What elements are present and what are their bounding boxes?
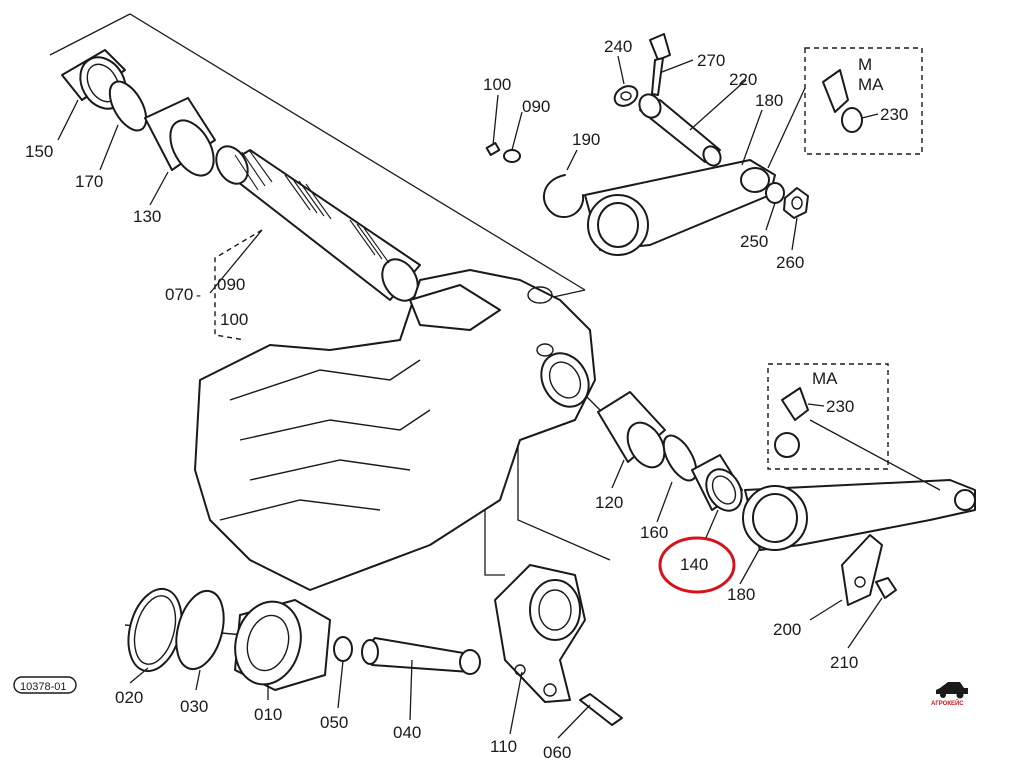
label-190: 190 bbox=[572, 130, 600, 149]
inset-box-top: M MA bbox=[804, 47, 923, 155]
label-100-b: 100 bbox=[483, 75, 511, 94]
part-140-bushing bbox=[691, 454, 743, 512]
label-250: 250 bbox=[740, 232, 768, 251]
label-090-a: 090 bbox=[217, 275, 245, 294]
label-140: 140 bbox=[680, 555, 708, 574]
part-180-lever-top bbox=[584, 159, 776, 256]
part-110-arm bbox=[494, 564, 586, 703]
housing-body bbox=[194, 269, 596, 591]
bracket-070 bbox=[214, 229, 263, 341]
part-210-bolt bbox=[875, 577, 897, 599]
part-270-bolt bbox=[649, 33, 671, 96]
label-020: 020 bbox=[115, 688, 143, 707]
part-180-lever-bottom bbox=[742, 479, 976, 551]
label-260: 260 bbox=[776, 253, 804, 272]
label-180-b: 180 bbox=[727, 585, 755, 604]
label-010: 010 bbox=[254, 705, 282, 724]
part-040-rod bbox=[361, 637, 481, 675]
part-090-pin bbox=[503, 149, 521, 163]
inset-top-label-2: MA bbox=[858, 75, 884, 94]
part-070-shaft bbox=[215, 145, 421, 302]
label-120: 120 bbox=[595, 493, 623, 512]
label-150: 150 bbox=[25, 142, 53, 161]
inset-box-right: MA bbox=[767, 363, 889, 470]
label-130: 130 bbox=[133, 207, 161, 226]
label-070: 070 bbox=[165, 285, 193, 304]
part-130-bushing bbox=[144, 97, 216, 177]
part-120-bushing bbox=[597, 391, 666, 469]
part-170-ring bbox=[108, 80, 148, 132]
label-050: 050 bbox=[320, 713, 348, 732]
label-230-a: 230 bbox=[880, 105, 908, 124]
dash-070: - bbox=[196, 287, 201, 304]
part-160-ring bbox=[662, 434, 698, 482]
part-200-plate bbox=[841, 534, 883, 606]
drawing-code-stamp: 10378-01 bbox=[13, 676, 77, 694]
label-240: 240 bbox=[604, 37, 632, 56]
highlight-circle-140 bbox=[658, 536, 736, 594]
logo-text: АГРОКЕЙС bbox=[931, 699, 964, 707]
inset-top-label-1: M bbox=[858, 55, 872, 74]
part-060-key bbox=[579, 693, 623, 726]
label-110: 110 bbox=[490, 737, 517, 756]
label-030: 030 bbox=[180, 697, 208, 716]
part-220-shaft bbox=[638, 93, 722, 167]
label-100-a: 100 bbox=[220, 310, 248, 329]
part-050-oring bbox=[333, 636, 353, 662]
drawing-code: 10378-01 bbox=[20, 681, 67, 693]
part-240-washer bbox=[613, 85, 639, 107]
label-270: 270 bbox=[697, 51, 725, 70]
label-090-b: 090 bbox=[522, 97, 550, 116]
leader-lines bbox=[57, 55, 941, 739]
part-250-washer bbox=[765, 182, 785, 204]
part-030-ring bbox=[175, 589, 225, 671]
label-230-b: 230 bbox=[826, 397, 854, 416]
part-010-piston bbox=[234, 599, 331, 691]
label-160: 160 bbox=[640, 523, 668, 542]
brand-logo: АГРОКЕЙС bbox=[931, 682, 968, 707]
label-210: 210 bbox=[830, 653, 858, 672]
label-040: 040 bbox=[393, 723, 421, 742]
part-190-snap-ring bbox=[542, 174, 585, 218]
part-100-key bbox=[485, 142, 501, 156]
part-labels: 150 170 130 070 - 090 100 100 090 190 24… bbox=[25, 37, 908, 762]
label-170: 170 bbox=[75, 172, 103, 191]
label-220: 220 bbox=[729, 70, 757, 89]
label-180-a: 180 bbox=[755, 91, 783, 110]
label-060: 060 bbox=[543, 743, 571, 762]
part-260-nut bbox=[783, 187, 809, 219]
inset-right-label: MA bbox=[812, 369, 838, 388]
label-200: 200 bbox=[773, 620, 801, 639]
